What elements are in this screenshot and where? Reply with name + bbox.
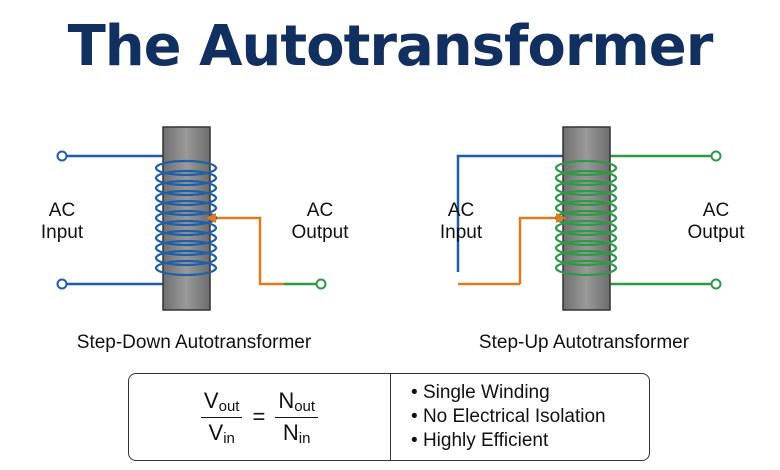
step-up-output-label-line2: Output: [687, 222, 745, 243]
step-up-input-top-wire: [456, 154, 586, 272]
voltage-fraction: Vout Vin: [200, 388, 243, 447]
step-down-output-terminal: [315, 278, 327, 290]
turns-numerator: Nout: [275, 388, 319, 418]
step-up-input-label-line1: AC: [448, 200, 474, 221]
step-down-output-label-line1: AC: [307, 200, 333, 221]
step-up-diagram: AC Input AC Output: [440, 126, 745, 311]
step-down-input-bottom-terminal: [56, 278, 68, 290]
page-title: The Autotransformer: [67, 14, 714, 79]
turns-fraction: Nout Nin: [275, 388, 319, 447]
feature-item: No Electrical Isolation: [411, 405, 606, 429]
step-up-tap-wire: [518, 216, 562, 284]
feature-item: Highly Efficient: [411, 429, 606, 453]
step-down-input-top-terminal: [56, 150, 68, 162]
step-up-output-label-line1: AC: [703, 200, 729, 221]
step-up-tap-arrow-icon: [556, 213, 566, 223]
step-down-tap-arrow-icon: [206, 213, 216, 223]
features-list: Single Winding No Electrical Isolation H…: [411, 381, 606, 453]
voltage-numerator: Vout: [200, 388, 243, 418]
equals-sign: =: [252, 404, 266, 429]
step-down-iron-core: [162, 126, 211, 311]
step-down-caption: Step-Down Autotransformer: [76, 332, 312, 353]
summary-box: Vout Vin = Nout Nin Single Winding No El…: [128, 373, 650, 461]
step-up-output-top-terminal: [710, 150, 722, 162]
feature-item: Single Winding: [411, 381, 606, 405]
voltage-ratio-formula: Vout Vin = Nout Nin: [129, 374, 390, 460]
step-up-coil: [554, 159, 618, 277]
step-down-coil: [154, 159, 218, 277]
summary-divider: [390, 374, 391, 460]
step-down-output-label-line2: Output: [291, 222, 349, 243]
step-down-tap-wire: [210, 216, 284, 286]
step-up-iron-core: [562, 126, 611, 311]
step-up-input-label-line2: Input: [440, 222, 483, 243]
turns-denominator: Nin: [282, 419, 311, 447]
step-up-caption: Step-Up Autotransformer: [478, 332, 690, 353]
step-down-diagram: AC Input AC Output: [41, 126, 349, 311]
voltage-denominator: Vin: [208, 419, 235, 447]
step-up-output-bottom-terminal: [710, 278, 722, 290]
step-down-input-label-line2: Input: [41, 222, 84, 243]
step-down-input-label-line1: AC: [49, 200, 75, 221]
